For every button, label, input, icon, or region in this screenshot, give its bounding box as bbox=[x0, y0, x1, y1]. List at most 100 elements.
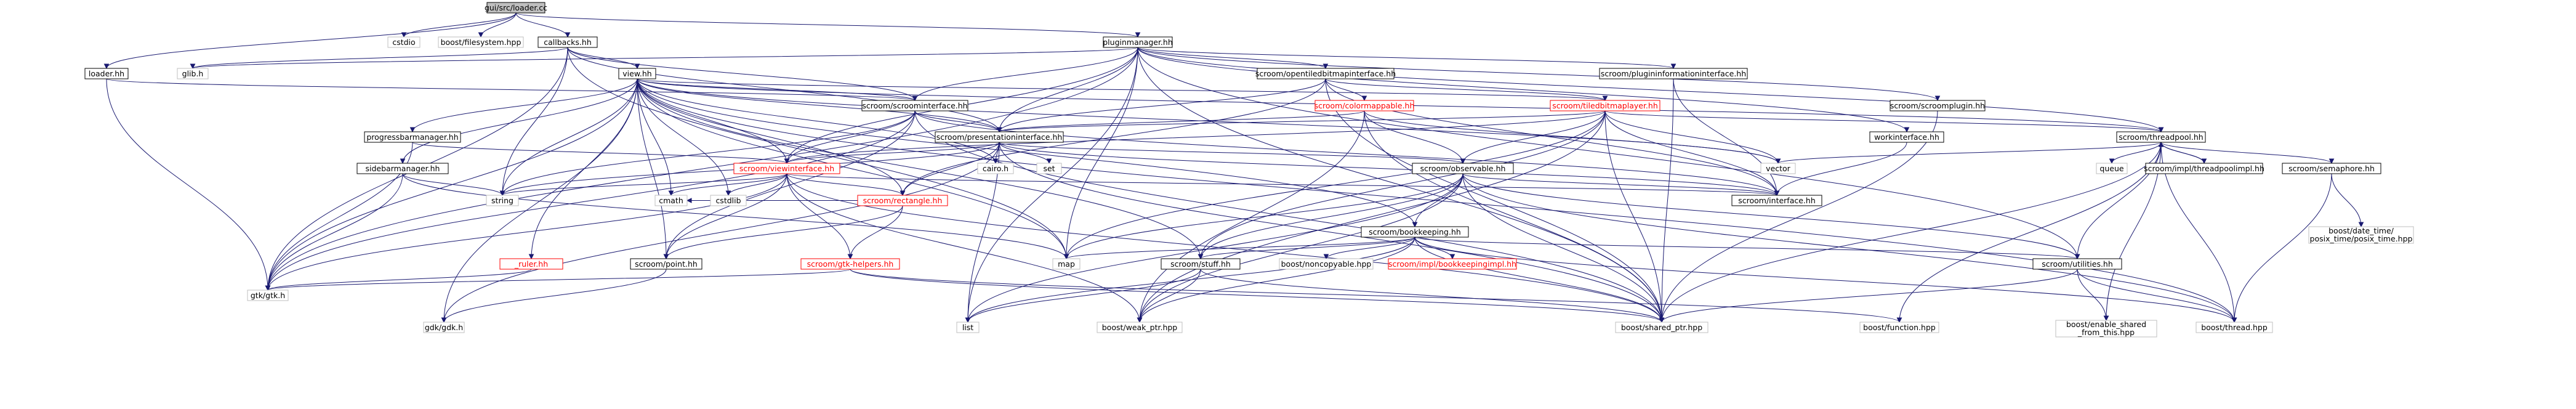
node-gtkh: gtk/gtk.h bbox=[247, 290, 289, 301]
node-tiledbitmap[interactable]: scroom/tiledbitmaplayer.hh bbox=[1550, 100, 1660, 111]
node-callbacks[interactable]: callbacks.hh bbox=[537, 36, 598, 48]
node-threadpoolimpl[interactable]: scroom/impl/threadpoolimpl.hh bbox=[2144, 163, 2264, 174]
edge-sidebar-to-gtkh bbox=[265, 173, 403, 291]
node-threadpool[interactable]: scroom/threadpool.hh bbox=[2116, 131, 2206, 143]
edge-utilities-to-enableshared bbox=[2077, 269, 2109, 322]
edge-arrowhead bbox=[2328, 158, 2335, 164]
edge-line bbox=[2077, 269, 2235, 323]
node-vector: vector bbox=[1760, 163, 1796, 174]
node-box bbox=[486, 2, 545, 14]
edge-gtkhelpers-to-function bbox=[850, 269, 1902, 323]
node-observable[interactable]: scroom/observable.hh bbox=[1412, 163, 1514, 174]
edge-line bbox=[1776, 142, 1907, 196]
edge-line bbox=[402, 173, 1067, 259]
node-scroomplugin[interactable]: scroom/scroomplugin.hh bbox=[1890, 100, 1986, 111]
edge-line bbox=[106, 12, 517, 69]
node-box bbox=[654, 195, 688, 206]
node-colormappable[interactable]: scroom/colormappable.hh bbox=[1314, 100, 1415, 111]
edge-line bbox=[267, 110, 916, 291]
edge-line bbox=[967, 47, 1138, 323]
node-box bbox=[1869, 131, 1944, 143]
node-loaderhh[interactable]: loader.hh bbox=[84, 68, 129, 79]
edge-colormappable-to-observable bbox=[1364, 110, 1466, 164]
node-label: boost/date_time/posix_time/posix_time.hp… bbox=[2310, 226, 2413, 243]
node-rectangle[interactable]: scroom/rectangle.hh bbox=[857, 195, 948, 206]
node-box bbox=[1615, 322, 1709, 333]
node-label: pluginmanager.hh bbox=[1103, 38, 1173, 47]
edge-line bbox=[2234, 173, 2332, 323]
node-label: _ruler.hh bbox=[514, 259, 548, 269]
edge-arrowhead bbox=[2358, 222, 2364, 228]
node-bookkeeping[interactable]: scroom/bookkeeping.hh bbox=[1361, 226, 1469, 238]
node-utilities[interactable]: scroom/utilities.hh bbox=[2032, 258, 2122, 270]
edge-arrowhead bbox=[1774, 190, 1780, 196]
node-box bbox=[977, 163, 1014, 174]
node-label: scroom/point.hh bbox=[635, 259, 698, 269]
edge-arrowhead bbox=[401, 32, 407, 38]
node-box bbox=[1314, 100, 1414, 111]
node-root[interactable]: gui/src/loader.cc bbox=[485, 2, 547, 14]
edge-line bbox=[502, 173, 787, 196]
edge-pluginmgr-to-workiface bbox=[1137, 47, 1910, 133]
edge-pluginmgr-to-scroomiface bbox=[912, 47, 1138, 102]
edge-plugininfo-to-sharedptr bbox=[1659, 78, 1674, 323]
edge-observable-to-bookkeeping bbox=[1412, 173, 1463, 228]
edge-line bbox=[637, 78, 996, 164]
node-bookkeepingimpl[interactable]: scroom/impl/bookkeepingimpl.hh bbox=[1388, 258, 1517, 270]
node-box bbox=[247, 290, 289, 301]
edge-pluginmgr-to-sharedptr bbox=[1137, 47, 1665, 323]
node-interface[interactable]: scroom/interface.hh bbox=[1731, 195, 1822, 206]
edge-line bbox=[2077, 269, 2107, 321]
node-workiface[interactable]: workinterface.hh bbox=[1869, 131, 1944, 143]
edge-line bbox=[786, 110, 1606, 164]
node-box bbox=[1279, 258, 1374, 270]
edge-line bbox=[1661, 110, 1938, 323]
node-gtkhelpers[interactable]: scroom/gtk-helpers.hh bbox=[800, 258, 900, 270]
edge-arrowhead bbox=[409, 127, 416, 133]
node-opentiled[interactable]: scroom/opentiledbitmapinterface.hh bbox=[1255, 68, 1396, 79]
node-point[interactable]: scroom/point.hh bbox=[630, 258, 702, 270]
edge-line bbox=[1139, 173, 1463, 323]
edge-opentiled-to-tiledbitmap bbox=[1325, 78, 1608, 102]
edge-ruler-to-gtkh bbox=[265, 269, 532, 291]
node-label: boost/thread.hpp bbox=[2201, 323, 2268, 332]
edge-line bbox=[967, 269, 1201, 323]
edge-line bbox=[999, 47, 1138, 132]
edge-bookkeeping-to-noncopyable bbox=[1323, 237, 1415, 260]
edge-semaphore-to-threadhpp bbox=[2231, 173, 2332, 323]
node-viewiface[interactable]: scroom/viewinterface.hh bbox=[733, 163, 840, 174]
edge-line bbox=[666, 205, 903, 259]
edge-line bbox=[1325, 78, 1606, 101]
edge-line bbox=[1139, 269, 1201, 323]
node-pluginmgr[interactable]: pluginmanager.hh bbox=[1103, 36, 1173, 48]
edge-arrowhead bbox=[190, 63, 196, 70]
node-plugininfo[interactable]: scroom/plugininformationinterface.hh bbox=[1599, 68, 1748, 79]
edge-viewiface-to-rectangle bbox=[786, 173, 906, 196]
edge-arrowhead bbox=[1670, 63, 1676, 70]
edge-line bbox=[412, 142, 787, 164]
edge-observable-to-threadhpp bbox=[1462, 173, 2237, 323]
edge-line bbox=[2111, 142, 2162, 164]
node-ruler[interactable]: _ruler.hh bbox=[499, 258, 563, 270]
node-stuff[interactable]: scroom/stuff.hh bbox=[1161, 258, 1241, 270]
node-label: scroom/scroomplugin.hh bbox=[1890, 101, 1985, 110]
node-progressbar[interactable]: progressbarmanager.hh bbox=[364, 131, 461, 143]
edge-line bbox=[443, 142, 1000, 323]
node-presentation[interactable]: scroom/presentationinterface.hh bbox=[935, 131, 1064, 143]
edge-line bbox=[850, 269, 1662, 323]
node-semaphore[interactable]: scroom/semaphore.hh bbox=[2282, 163, 2381, 174]
node-scroomiface[interactable]: scroom/scroominterface.hh bbox=[861, 100, 968, 111]
edge-line bbox=[1200, 110, 1606, 259]
edge-line bbox=[1414, 237, 2235, 323]
node-label: list bbox=[962, 323, 973, 332]
edge-line bbox=[402, 173, 503, 196]
node-box bbox=[1161, 258, 1241, 270]
edge-line bbox=[637, 78, 1067, 259]
node-viewhh[interactable]: view.hh bbox=[618, 68, 656, 79]
edge-line bbox=[1364, 110, 1662, 323]
edge-line bbox=[1364, 110, 1463, 164]
node-box bbox=[2196, 322, 2273, 333]
node-sidebar[interactable]: sidebarmanager.hh bbox=[356, 163, 449, 174]
edge-stuff-to-list bbox=[965, 269, 1201, 323]
edge-line bbox=[1139, 237, 1415, 323]
